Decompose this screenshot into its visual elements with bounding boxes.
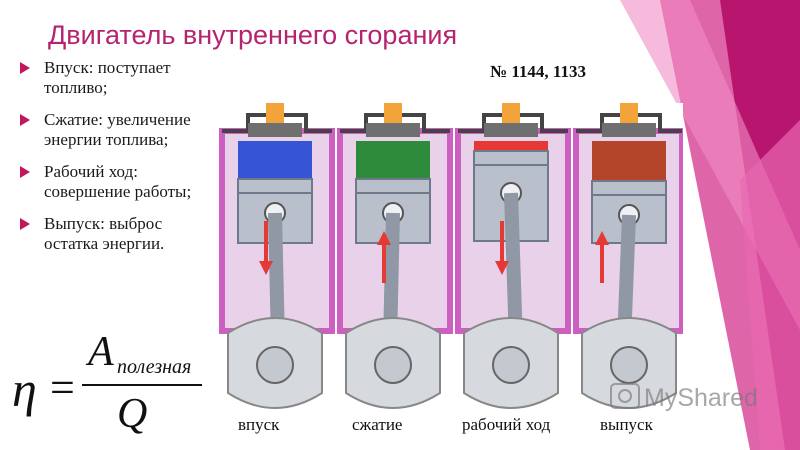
watermark-text: MyShared bbox=[644, 384, 758, 412]
formula-fraction-bar bbox=[82, 384, 202, 386]
bullet-exhaust: Выпуск: выброс остатка энергии. bbox=[20, 214, 210, 254]
bullet-arrow-icon bbox=[20, 166, 30, 178]
label-compression: сжатие bbox=[352, 415, 403, 434]
slide-title: Двигатель внутреннего сгорания bbox=[48, 20, 458, 50]
bullet-arrow-icon bbox=[20, 62, 30, 74]
cylinder-exhaust bbox=[573, 103, 683, 409]
bullet-intake: Впуск: поступает топливо; bbox=[20, 58, 210, 98]
bullet-power-stroke: Рабочий ход: совершение работы; bbox=[20, 162, 210, 202]
label-exhaust: выпуск bbox=[600, 415, 653, 434]
bullet-list: Впуск: поступает топливо; Сжатие: увелич… bbox=[20, 58, 210, 266]
bullet-arrow-icon bbox=[20, 114, 30, 126]
label-power-stroke: рабочий ход bbox=[462, 415, 551, 434]
cylinder-power-stroke bbox=[455, 103, 571, 409]
problem-reference: № 1144, 1133 bbox=[490, 62, 586, 81]
formula-numerator: A bbox=[88, 329, 114, 375]
cylinder-compression bbox=[337, 103, 453, 409]
engine-strokes-illustration bbox=[218, 103, 683, 413]
formula-eta: η bbox=[12, 361, 37, 417]
cylinder-intake bbox=[219, 103, 335, 409]
bullet-compression: Сжатие: увеличение энергии топлива; bbox=[20, 110, 210, 150]
formula-denominator: Q bbox=[117, 391, 148, 437]
bullet-arrow-icon bbox=[20, 218, 30, 230]
formula-numerator-subscript: полезная bbox=[117, 356, 192, 378]
label-intake: впуск bbox=[238, 415, 280, 434]
formula-equals: = bbox=[50, 363, 75, 412]
decorative-side-panel bbox=[620, 0, 800, 450]
watermark-logo-icon bbox=[610, 383, 640, 409]
